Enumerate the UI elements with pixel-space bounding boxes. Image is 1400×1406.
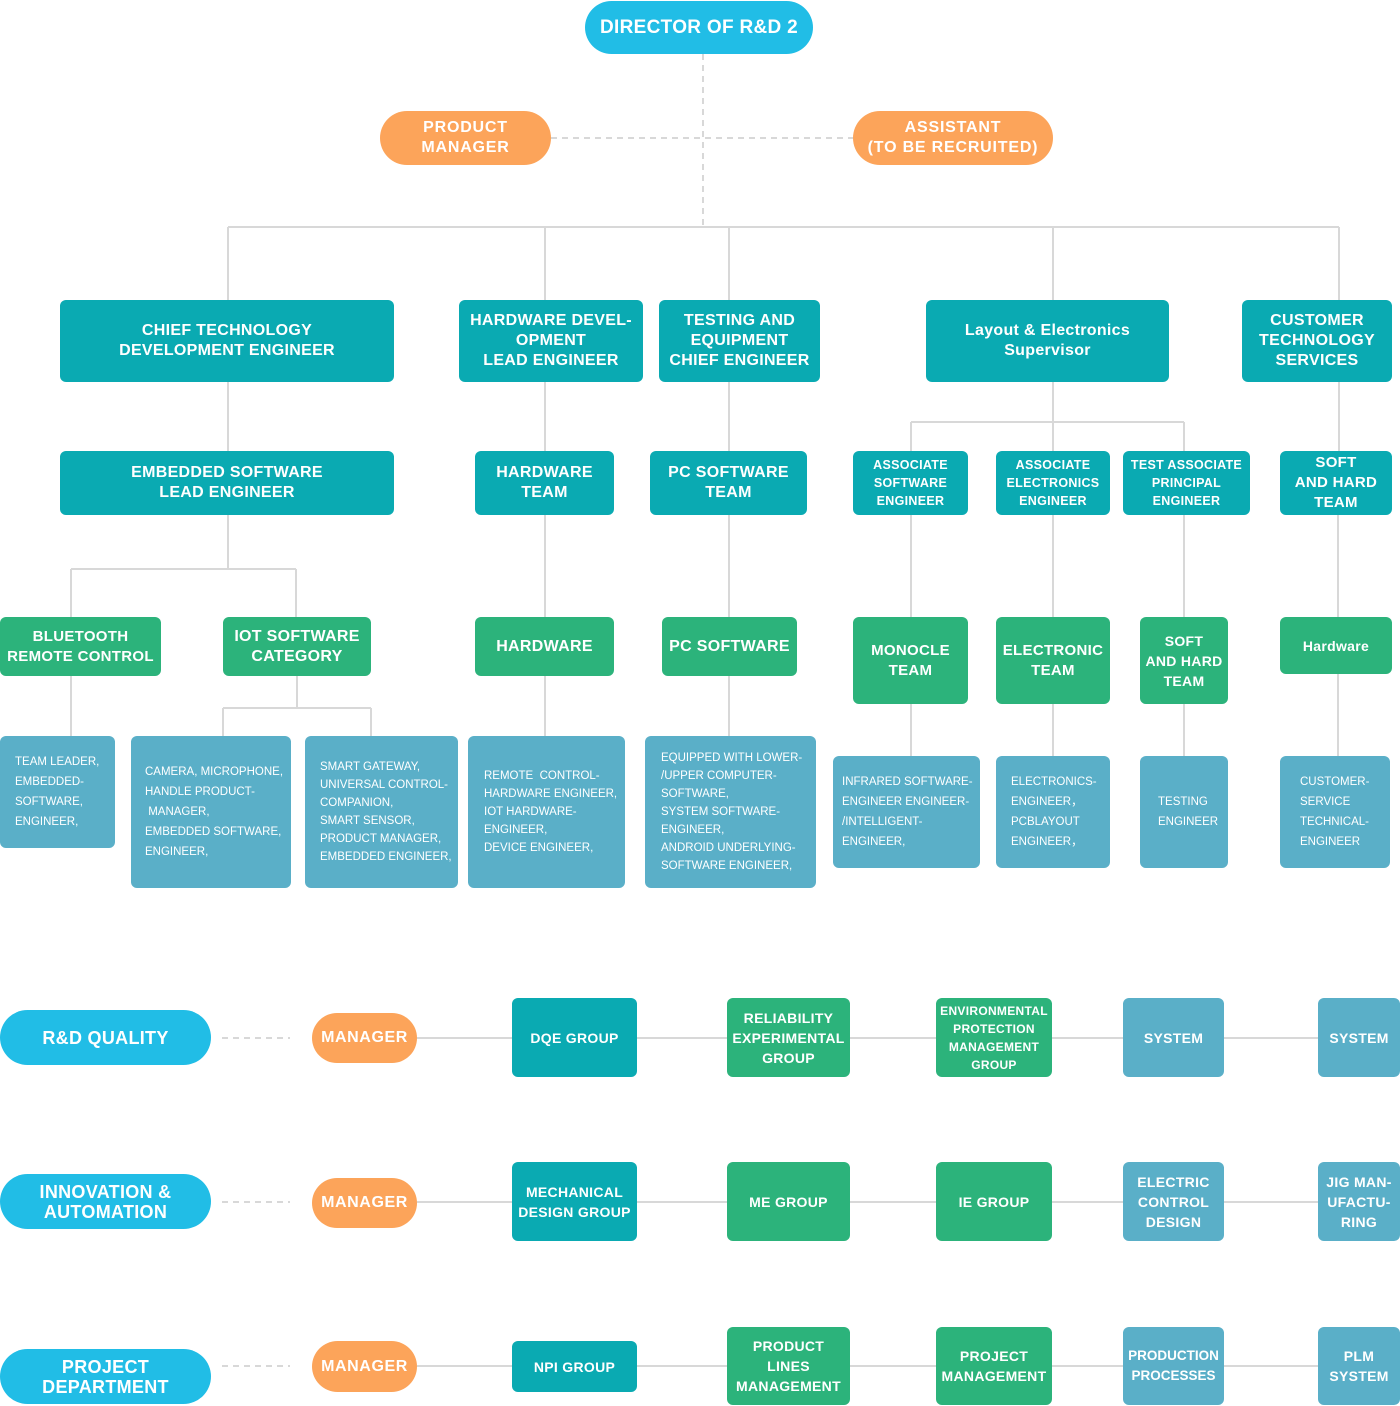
- customer-service-roles-list: CUSTOMER- SERVICE TECHNICAL- ENGINEER: [1280, 756, 1390, 868]
- product-lines-management-node: PRODUCT LINES MANAGEMENT: [727, 1327, 850, 1405]
- dqe-group-node: DQE GROUP: [512, 998, 637, 1077]
- bluetooth-remote-control-node: BLUETOOTH REMOTE CONTROL: [0, 617, 161, 676]
- electronic-roles-list: ELECTRONICS- ENGINEER， PCBLAYOUT ENGINEE…: [996, 756, 1110, 868]
- npi-group-node: NPI GROUP: [512, 1341, 637, 1392]
- department-project-pill: PROJECT DEPARTMENT: [0, 1349, 211, 1404]
- ie-group-node: IE GROUP: [936, 1162, 1052, 1241]
- customer-hardware-node: Hardware: [1280, 617, 1392, 674]
- iot-software-category-node: IOT SOFTWARE CATEGORY: [223, 617, 371, 676]
- electronic-team-node: ELECTRONIC TEAM: [996, 617, 1110, 704]
- quality-system-node: SYSTEM: [1123, 998, 1224, 1077]
- mechanical-design-group-node: MECHANICAL DESIGN GROUP: [512, 1162, 637, 1241]
- director-of-rnd-node: DIRECTOR OF R&D 2: [585, 1, 813, 54]
- production-processes-node: PRODUCTION PROCESSES: [1123, 1327, 1224, 1405]
- hardware-node: HARDWARE: [475, 617, 614, 676]
- department-innovation-automation-pill: INNOVATION & AUTOMATION: [0, 1174, 211, 1229]
- assistant-node: ASSISTANT (TO BE RECRUITED): [853, 111, 1053, 165]
- embedded-software-lead-engineer-node: EMBEDDED SOFTWARE LEAD ENGINEER: [60, 451, 394, 515]
- jig-manufacturing-node: JIG MAN- UFACTU- RING: [1318, 1162, 1400, 1241]
- environmental-protection-management-group-node: ENVIRONMENTAL PROTECTION MANAGEMENT GROU…: [936, 998, 1052, 1077]
- hardware-development-lead-engineer-node: HARDWARE DEVEL- OPMENT LEAD ENGINEER: [459, 300, 643, 382]
- rnd-quality-manager-pill: MANAGER: [312, 1013, 417, 1063]
- associate-electronics-engineer-node: ASSOCIATE ELECTRONICS ENGINEER: [996, 451, 1110, 515]
- iot-camera-roles-list: CAMERA, MICROPHONE, HANDLE PRODUCT- MANA…: [131, 736, 291, 888]
- project-management-node: PROJECT MANAGEMENT: [936, 1327, 1052, 1405]
- innovation-manager-pill: MANAGER: [312, 1178, 417, 1228]
- associate-software-engineer-node: ASSOCIATE SOFTWARE ENGINEER: [853, 451, 968, 515]
- soft-and-hard-team-node: SOFT AND HARD TEAM: [1280, 451, 1392, 515]
- bluetooth-roles-list: TEAM LEADER, EMBEDDED- SOFTWARE, ENGINEE…: [0, 736, 115, 848]
- electric-control-design-node: ELECTRIC CONTROL DESIGN: [1123, 1162, 1224, 1241]
- iot-gateway-roles-list: SMART GATEWAY, UNIVERSAL CONTROL- COMPAN…: [305, 736, 458, 888]
- chief-technology-development-engineer-node: CHIEF TECHNOLOGY DEVELOPMENT ENGINEER: [60, 300, 394, 382]
- quality-system-node-2: SYSTEM: [1318, 998, 1400, 1077]
- monocle-roles-list: INFRARED SOFTWARE- ENGINEER ENGINEER- /I…: [833, 756, 980, 868]
- pc-software-node: PC SOFTWARE: [662, 617, 797, 676]
- me-group-node: ME GROUP: [727, 1162, 850, 1241]
- hardware-team-node: HARDWARE TEAM: [475, 451, 614, 515]
- layout-electronics-supervisor-node: Layout & Electronics Supervisor: [926, 300, 1169, 382]
- hardware-roles-list: REMOTE CONTROL- HARDWARE ENGINEER, IOT H…: [468, 736, 625, 888]
- reliability-experimental-group-node: RELIABILITY EXPERIMENTAL GROUP: [727, 998, 850, 1077]
- plm-system-node: PLM SYSTEM: [1318, 1327, 1400, 1405]
- customer-technology-services-node: CUSTOMER TECHNOLOGY SERVICES: [1242, 300, 1392, 382]
- soft-and-hard-test-team-node: SOFT AND HARD TEAM: [1140, 617, 1228, 704]
- project-manager-pill: MANAGER: [312, 1341, 417, 1392]
- testing-roles-list: TESTING ENGINEER: [1140, 756, 1228, 868]
- pc-software-roles-list: EQUIPPED WITH LOWER- /UPPER COMPUTER- SO…: [645, 736, 816, 888]
- testing-equipment-chief-engineer-node: TESTING AND EQUIPMENT CHIEF ENGINEER: [659, 300, 820, 382]
- product-manager-node: PRODUCT MANAGER: [380, 111, 551, 165]
- pc-software-team-node: PC SOFTWARE TEAM: [650, 451, 807, 515]
- test-associate-principal-engineer-node: TEST ASSOCIATE PRINCIPAL ENGINEER: [1123, 451, 1250, 515]
- monocle-team-node: MONOCLE TEAM: [853, 617, 968, 704]
- department-rnd-quality-pill: R&D QUALITY: [0, 1010, 211, 1065]
